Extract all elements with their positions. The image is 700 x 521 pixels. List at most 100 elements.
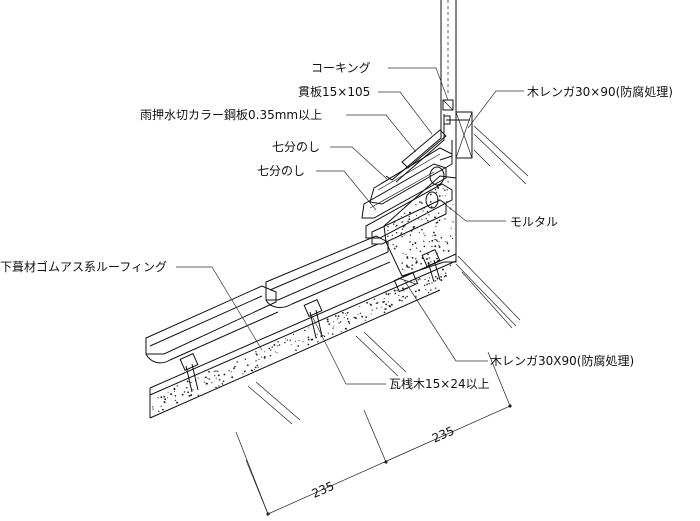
stipple-dot [418,289,421,292]
stipple-dot [317,340,319,343]
stipple-dot [387,225,389,228]
stipple-dot [383,297,385,300]
label-underlay: 下葺材ゴムアス系ルーフィング [0,259,167,274]
stipple-dot [434,188,437,191]
stipple-dot [233,367,235,370]
outer-wall-hatch [455,125,529,329]
label-flashing: 雨押水切カラー鋼板0.35mm以上 [140,108,322,122]
stipple-dot [284,341,286,344]
stipple-dot [307,343,310,346]
stipple-dot [398,299,401,302]
stipple-dot [415,215,417,217]
label-batten: 瓦桟木15×24以上 [389,377,490,391]
stipple-dot [436,277,439,280]
stipple-dot [376,307,378,309]
stipple-dot [307,338,310,341]
stipple-dot [297,345,300,347]
wall [440,0,457,262]
stipple-dot [387,235,389,238]
stipple-dot [373,298,376,300]
stipple-dot [295,349,297,352]
stipple-dot [264,351,266,353]
leaders [176,67,524,385]
stipple-dot [400,232,403,235]
stipple-dot [403,269,405,271]
stipple-dot [441,195,444,197]
stipple-dot [173,390,176,392]
stipple-dot [223,373,226,376]
stipple-dot [429,193,432,196]
stipple-dot [385,293,388,295]
stipple-dot [343,316,345,318]
stipple-dot [258,359,260,361]
stipple-dot [385,303,388,306]
roof-tile-middle [265,235,391,308]
stipple-dot [176,385,178,387]
stipple-dot [167,391,169,393]
stipple-dot [394,292,397,295]
stipple-dot [389,292,391,294]
stipple-dot [294,340,296,342]
stipple-dot [426,283,428,286]
stipple-dot [422,210,424,212]
stipple-dot [328,323,331,325]
stipple-dot [286,339,289,341]
stipple-dot [366,301,368,304]
stipple-dot [308,327,310,329]
stipple-dot [440,276,443,278]
stipple-dot [438,241,440,243]
stipple-dot [163,401,166,404]
stipple-dot [278,344,281,346]
stipple-dot [186,386,188,389]
stipple-dot [430,245,432,247]
roof-tile-lower [145,285,279,364]
stipple-dot [170,393,173,396]
stipple-dot [440,279,443,282]
stipple-dot [425,288,427,290]
stipple-dot [242,373,244,375]
stipple-dot [316,333,318,335]
stipple-dot [244,358,247,360]
stipple-dot [163,395,166,398]
stipple-dot [429,201,432,203]
stipple-dot [160,405,162,407]
stipple-dot [207,377,209,379]
stipple-dot [375,302,377,304]
stipple-dot [413,280,415,282]
stipple-dot [345,312,347,314]
batten-2 [303,299,323,339]
stipple-dot [383,311,386,314]
stipple-dot [444,218,446,220]
stipple-dot [419,250,422,253]
stipple-dot [408,215,410,218]
stipple-dot [420,201,422,203]
stipple-dot [221,382,223,384]
stipple-dot [411,243,414,246]
stipple-dot [261,356,263,358]
label-noshi-2: 七分のし [257,164,305,178]
stipple-dot [395,224,398,227]
stipple-dot [387,293,390,296]
stipple-dot [418,232,420,234]
stipple-dot [401,299,403,302]
stipple-dot [418,218,419,220]
stipple-dot [436,239,438,241]
stipple-dot [434,238,436,241]
stipple-dot [255,351,257,353]
noshi-tile-lower [361,163,447,219]
stipple-dot [409,248,412,251]
stipple-dot [419,201,421,203]
stipple-dot [427,280,430,282]
stipple-dot [437,212,440,214]
stipple-dot [401,220,404,223]
stipple-dot [415,262,418,264]
stipple-dot [446,189,448,191]
stipple-dot [197,377,199,379]
stipple-dot [167,397,169,399]
stipple-dot [445,275,448,277]
stipple-dot [355,317,357,319]
stipple-dot [269,354,272,357]
label-noshi-1: 七分のし [272,140,320,154]
stipple-dot [322,335,324,337]
stipple-dot [244,371,246,373]
